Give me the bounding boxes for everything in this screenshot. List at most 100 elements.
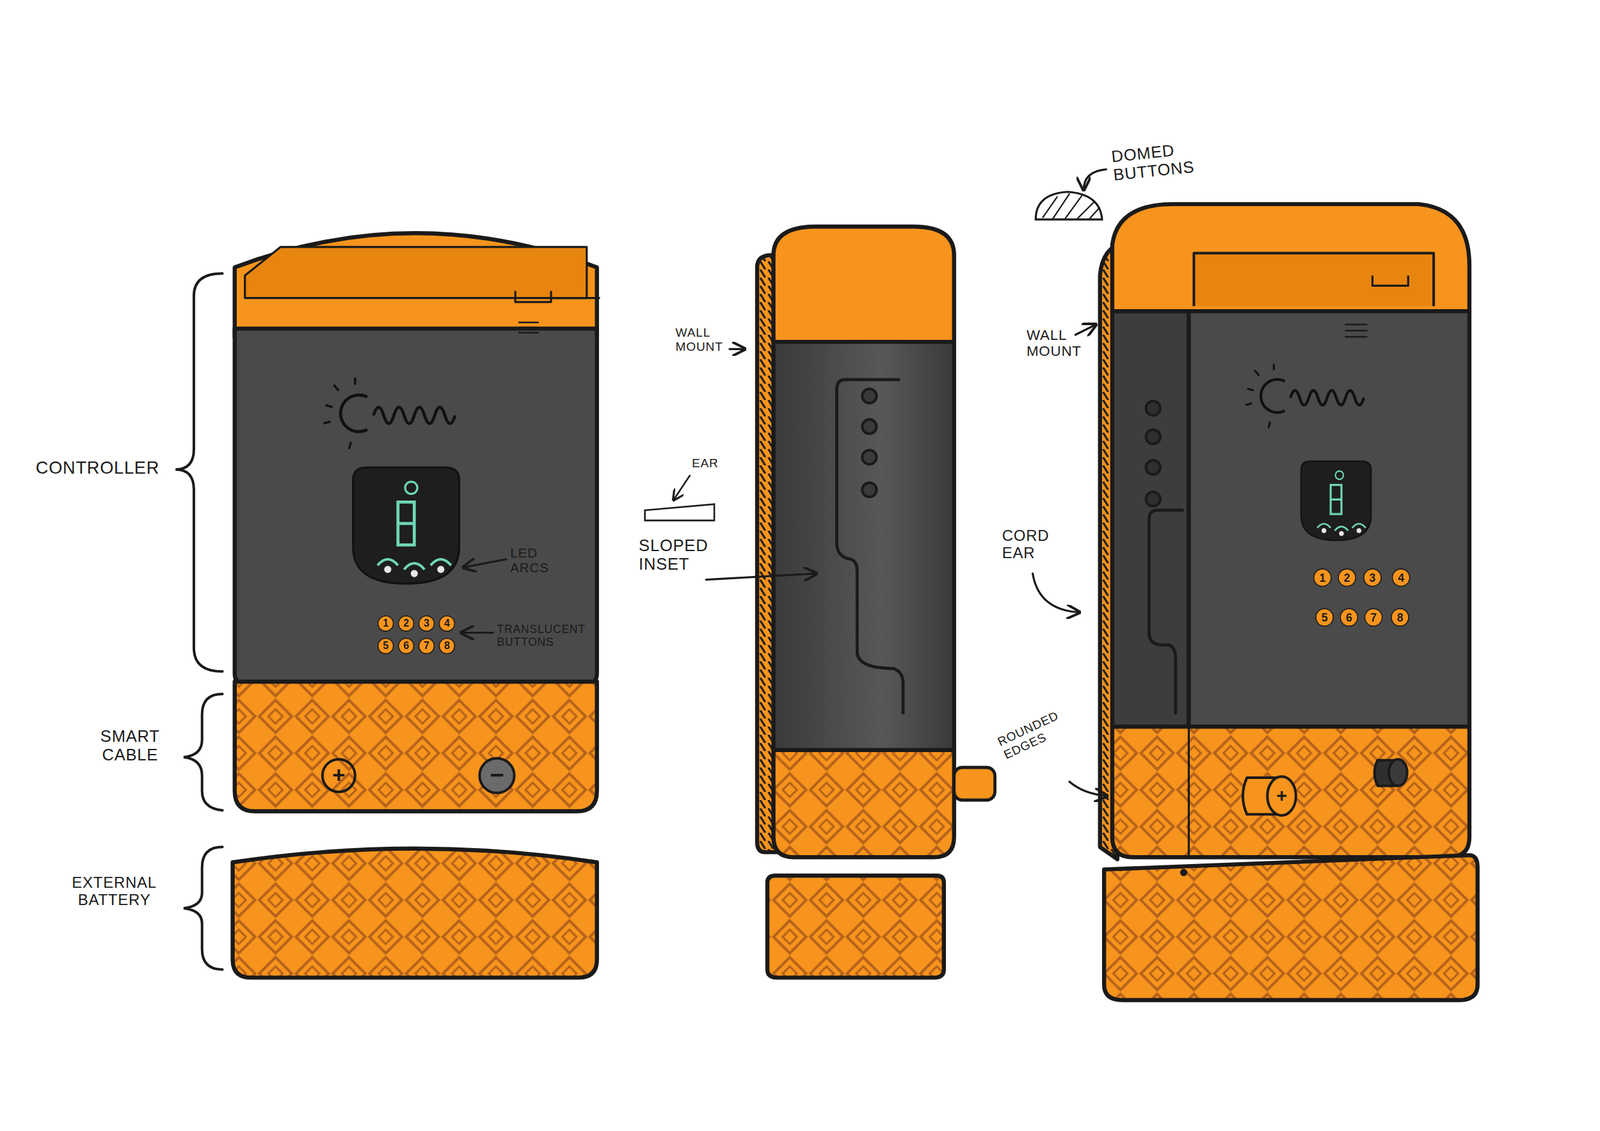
sketch-stroke [1388, 759, 1408, 786]
sketch-stroke [1075, 324, 1096, 335]
button-number: 1 [382, 618, 389, 629]
domed-button: 5 [1315, 608, 1334, 627]
sketch-stroke [461, 631, 493, 634]
sketch-stroke [183, 846, 223, 969]
button-number: + [332, 764, 346, 787]
button-number: 4 [444, 618, 450, 629]
sketch-stroke [1146, 401, 1161, 416]
sketch-stroke [232, 848, 598, 978]
side-view [757, 226, 995, 978]
sketch-stroke [1245, 363, 1364, 428]
sketch-stroke [1180, 869, 1188, 876]
sketch-stroke [1372, 275, 1408, 286]
front-view [232, 232, 601, 978]
part-label: SMART CABLE [96, 727, 164, 766]
button-number: 7 [1370, 611, 1377, 624]
button-number: 8 [1397, 611, 1404, 624]
button-number: 2 [1344, 572, 1351, 584]
sketch-stroke [954, 767, 996, 800]
sketch-stroke [862, 419, 877, 434]
minus-terminal: − [479, 758, 514, 793]
domed-button: 6 [1339, 608, 1359, 627]
translucent-button: 5 [377, 638, 395, 655]
sketch-stroke [323, 377, 456, 450]
sketch-stroke [175, 273, 223, 672]
sketch-stroke [183, 693, 223, 811]
sketch-stroke [518, 322, 539, 333]
sketch-stroke [729, 348, 745, 351]
sketch-stroke [1112, 204, 1470, 312]
domed-button: 2 [1337, 568, 1357, 587]
sketch-stroke [836, 379, 904, 715]
sketch-stroke [1267, 776, 1296, 816]
domed-button: 1 [1313, 568, 1332, 587]
sketch-stroke [1104, 855, 1478, 1000]
sketch-stroke [551, 296, 601, 299]
sketch-stroke [773, 226, 955, 342]
button-number: 6 [1345, 611, 1353, 624]
callout-label: LED ARCS [510, 545, 562, 577]
callout-label: SLOPED INSET [638, 536, 717, 575]
sketch-stroke [1187, 726, 1190, 857]
sketch-stroke [862, 388, 877, 403]
sketch-stroke [1035, 192, 1103, 220]
sketch-stroke [1344, 324, 1368, 337]
button-number: + [1276, 786, 1288, 806]
callout-label: DOMED BUTTONS [1110, 137, 1212, 185]
callout-label: ROUNDED EDGES [995, 702, 1082, 763]
plus-terminal: + [1269, 783, 1294, 808]
sketch-stroke [1112, 726, 1470, 857]
translucent-button: 4 [439, 615, 456, 632]
sketch-stroke [322, 759, 356, 792]
callout-label: CORD EAR [1002, 526, 1058, 562]
translucent-button: 1 [377, 615, 395, 632]
sketch-stroke [645, 504, 715, 521]
callout-label: WALL MOUNT [675, 326, 729, 355]
sketch-stroke [463, 559, 507, 568]
sketch-stroke [1042, 193, 1099, 219]
button-number: 3 [1369, 572, 1376, 584]
plus-terminal: + [322, 759, 356, 792]
button-number: 3 [423, 618, 430, 629]
sketch-stroke [1069, 781, 1108, 796]
sketch-stroke [862, 482, 877, 497]
sketch-stroke [1032, 573, 1080, 613]
sketch-stroke [245, 247, 587, 299]
callout-label: TRANSLUCENT BUTTONS [496, 622, 612, 649]
domed-button: 7 [1364, 608, 1384, 627]
button-number: 8 [444, 640, 450, 651]
part-label: CONTROLLER [35, 458, 164, 479]
sketch-stroke [1083, 169, 1106, 191]
sketch-stroke [1146, 429, 1161, 444]
callout-label: WALL MOUNT [1026, 326, 1088, 360]
sketch-stroke [1188, 311, 1469, 727]
translucent-button: 8 [439, 638, 456, 655]
button-number: 5 [1321, 611, 1328, 624]
translucent-button: 2 [398, 615, 415, 632]
sketch-stroke [1148, 510, 1184, 715]
translucent-button: 3 [418, 615, 436, 632]
sketch-stroke [705, 573, 816, 580]
button-number: 2 [403, 618, 409, 629]
sketch-stroke [1146, 492, 1161, 507]
button-number: 5 [382, 640, 389, 651]
button-number: − [489, 763, 504, 788]
translucent-button: 6 [398, 638, 415, 655]
sketch-stroke [767, 875, 944, 978]
domed-button: 3 [1363, 568, 1382, 587]
button-number: 4 [1397, 572, 1405, 584]
button-number: 7 [423, 640, 430, 651]
sketch-stroke [1193, 252, 1434, 306]
sketch-stroke [353, 467, 460, 584]
button-number: 6 [403, 640, 409, 651]
sketch-stroke [234, 681, 598, 811]
part-label: EXTERNAL BATTERY [63, 873, 166, 909]
sketch-stroke [673, 475, 690, 500]
callout-label: EAR [691, 456, 733, 472]
sketch-stroke [773, 750, 955, 857]
sketch-stroke [515, 290, 552, 303]
sketch-stroke [1112, 311, 1190, 727]
sketch-stroke [1301, 461, 1371, 541]
